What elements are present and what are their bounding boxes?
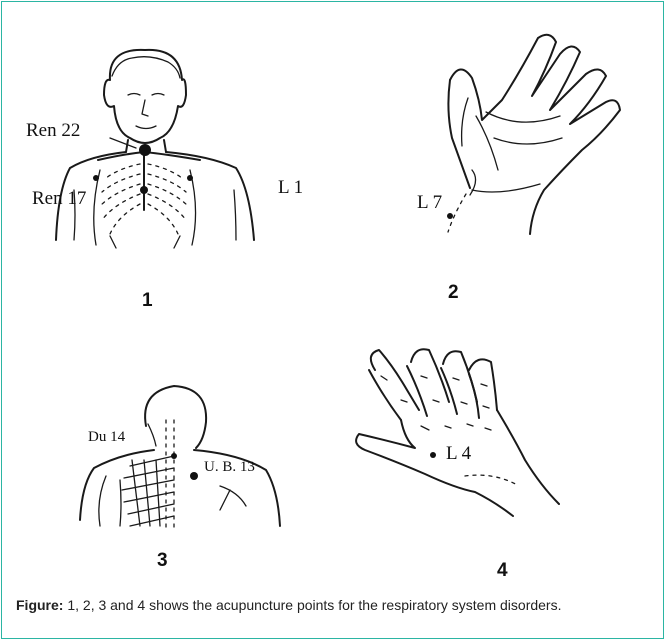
label-ub-13: U. B. 13	[204, 460, 255, 475]
label-l-4: L 4	[446, 444, 471, 463]
panel-number-1: 1	[142, 291, 153, 310]
panel-hand	[345, 340, 585, 520]
label-ren-22: Ren 22	[26, 121, 80, 140]
panel-chest	[40, 40, 330, 260]
chest-illustration	[40, 40, 330, 260]
panel-palm	[410, 20, 660, 250]
back-illustration	[70, 380, 290, 530]
label-l-7: L 7	[417, 193, 442, 212]
palm-illustration	[410, 20, 660, 250]
hand-illustration	[345, 340, 585, 520]
panel-back	[70, 380, 290, 530]
label-ren-17: Ren 17	[32, 189, 86, 208]
panel-number-2: 2	[448, 283, 459, 302]
label-l-1: L 1	[278, 178, 303, 197]
figure-caption: Figure: 1, 2, 3 and 4 shows the acupunct…	[16, 596, 656, 615]
label-du-14: Du 14	[88, 430, 125, 445]
caption-text: 1, 2, 3 and 4 shows the acupuncture poin…	[63, 597, 561, 613]
panel-number-4: 4	[497, 561, 508, 580]
caption-prefix: Figure:	[16, 597, 63, 613]
panel-number-3: 3	[157, 551, 168, 570]
